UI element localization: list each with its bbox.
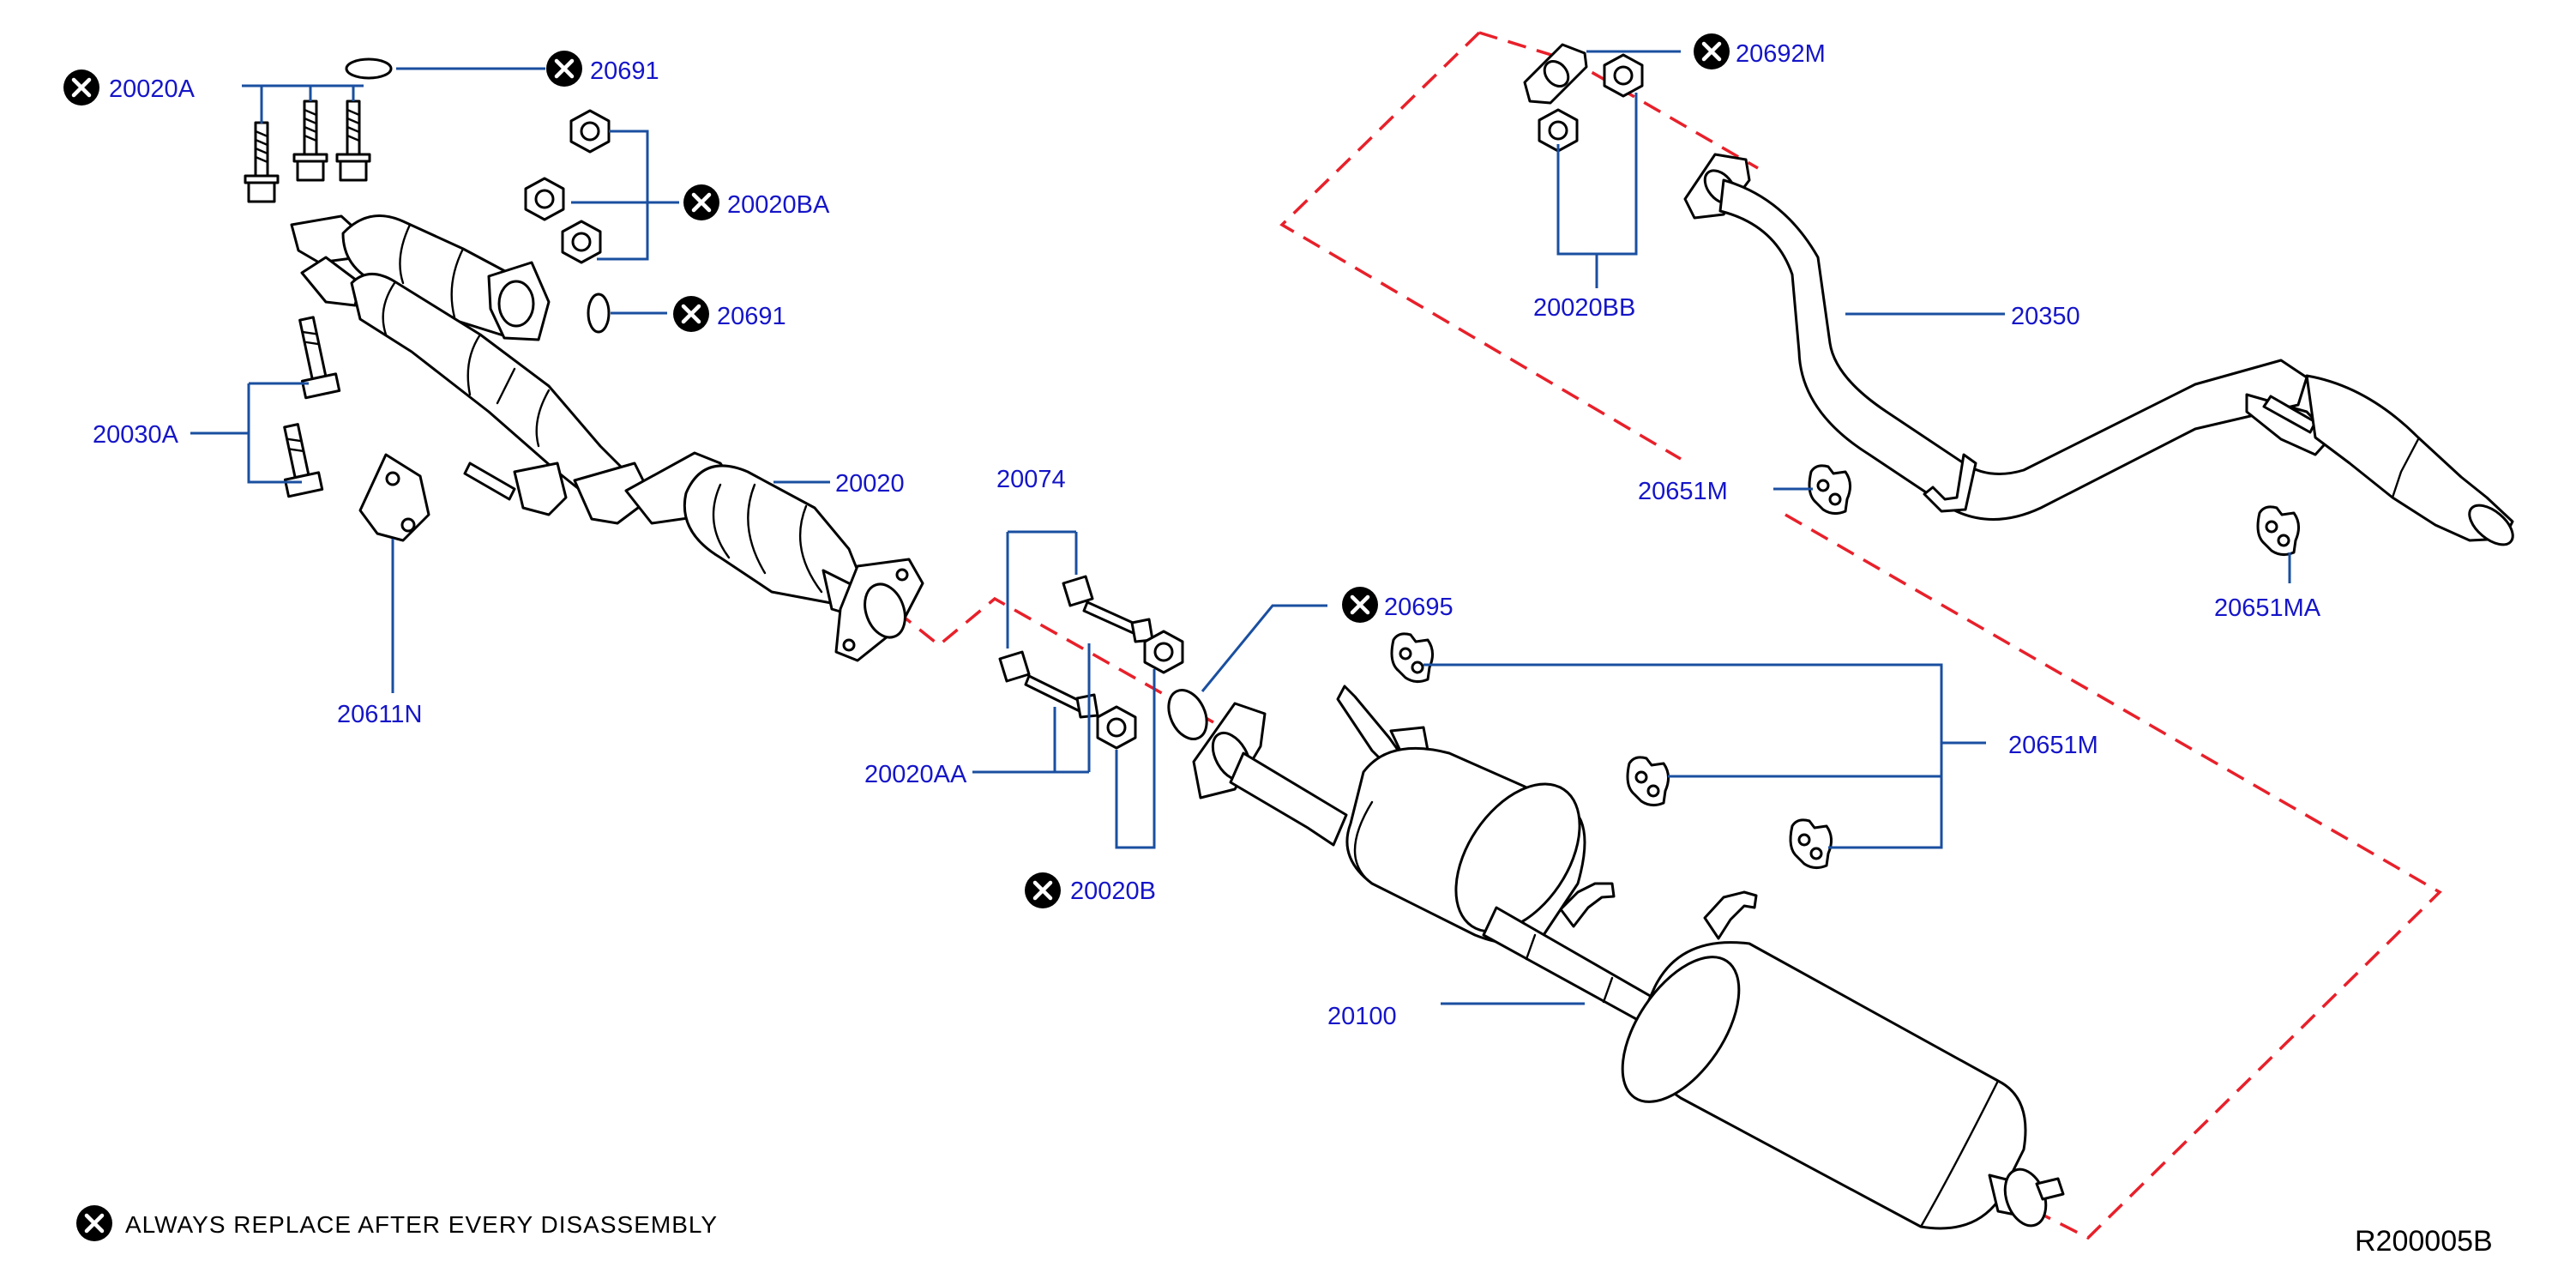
label-20020BB: 20020BB (1533, 294, 1635, 322)
bolts-20020A (244, 100, 371, 203)
leader-lines (190, 50, 2291, 1005)
nuts-20020B (1096, 630, 1184, 750)
diagram-code: R200005B (2355, 1225, 2493, 1258)
label-20074: 20074 (996, 466, 1066, 493)
label-20651M-right: 20651M (2008, 732, 2098, 759)
label-20651MA: 20651MA (2214, 594, 2321, 622)
nuts-20020BA (524, 109, 611, 264)
label-20691-top: 20691 (590, 57, 659, 85)
front-tube-assembly (290, 214, 924, 662)
studs-20030A (283, 316, 341, 498)
label-20651M-mid: 20651M (1638, 478, 1728, 505)
bracket-20611N (358, 453, 430, 542)
legend-always-replace: ALWAYS REPLACE AFTER EVERY DISASSEMBLY (125, 1211, 718, 1238)
hanger-20651M-mid (1808, 464, 1852, 516)
x-circle-icon (1694, 33, 1730, 69)
studs-20020AA (1024, 600, 1154, 719)
center-muffler-assembly-20100 (1192, 685, 2065, 1230)
label-20020B: 20020B (1070, 878, 1156, 905)
x-circle-icon (1025, 872, 1061, 908)
x-circle-icon (683, 184, 719, 220)
x-circle-icon (546, 51, 582, 87)
hardware-20074 (998, 575, 1094, 683)
label-20100: 20100 (1327, 1003, 1397, 1030)
label-20030A: 20030A (93, 421, 179, 449)
x-circle-icon (1342, 587, 1378, 623)
gasket-20691-mid (587, 293, 611, 334)
label-20611N: 20611N (337, 701, 422, 728)
gasket-20695 (1167, 689, 1208, 740)
tail-pipe-20350 (1683, 153, 2514, 546)
label-20020A: 20020A (109, 75, 196, 103)
label-20020BA: 20020BA (727, 191, 830, 219)
label-20692M: 20692M (1736, 40, 1826, 68)
label-20695: 20695 (1384, 594, 1454, 621)
label-20691-mid: 20691 (717, 303, 786, 330)
gasket-20692M (1523, 43, 1588, 105)
x-circle-icon (76, 1205, 112, 1241)
x-circle-icon (63, 69, 99, 106)
label-20350: 20350 (2011, 303, 2080, 330)
label-20020AA: 20020AA (864, 761, 967, 788)
label-20020: 20020 (835, 470, 905, 498)
gasket-20691-top (345, 57, 393, 80)
x-circle-icon (673, 296, 709, 332)
hanger-20651MA (2256, 505, 2301, 557)
